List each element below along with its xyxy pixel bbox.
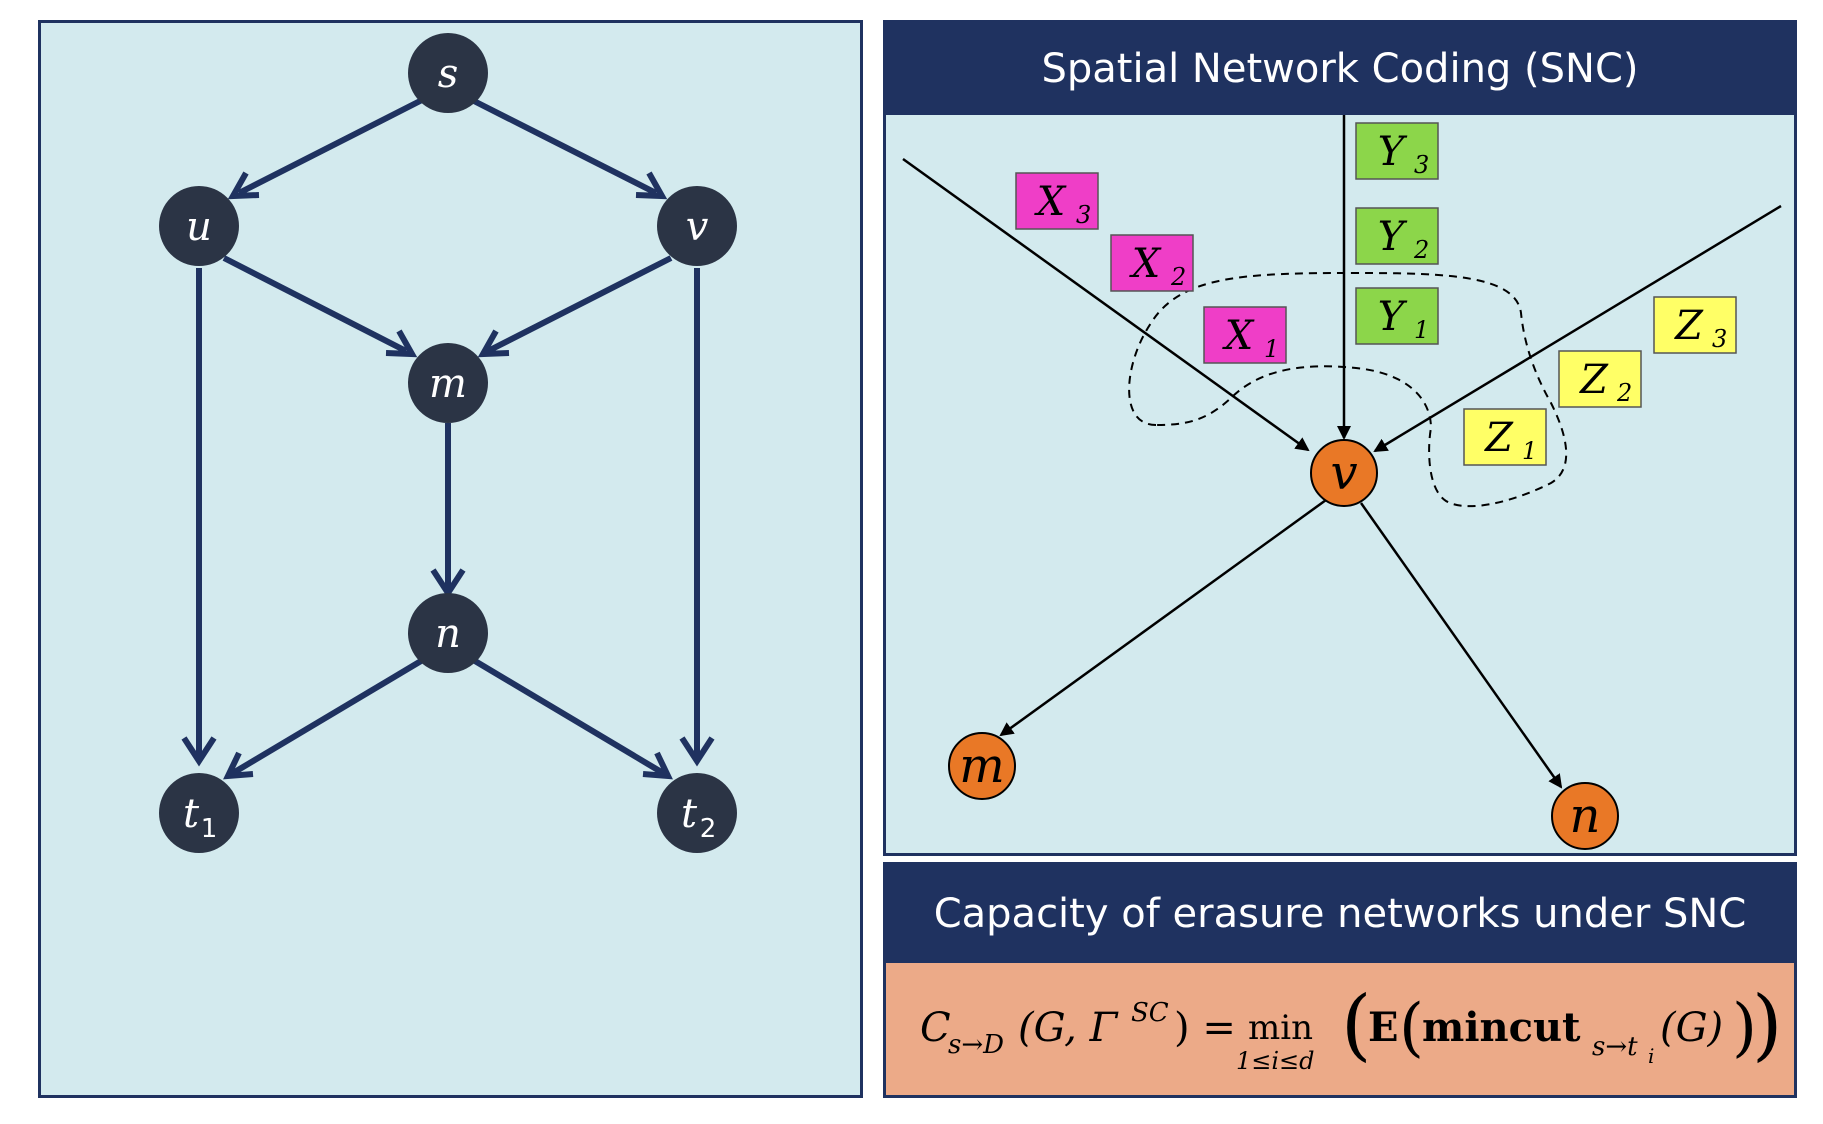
edge-v-m [486, 255, 673, 354]
formula-paren-outer-left: ( [1341, 980, 1371, 1070]
node-t1-label: t [183, 791, 200, 837]
node-t2-subscript: 2 [700, 814, 717, 844]
node-n-label: n [435, 611, 461, 657]
formula-args: (G, Γ [1018, 1005, 1119, 1051]
snc-edge-v-m [999, 498, 1327, 737]
packet-z3: Z 3 [1653, 296, 1737, 354]
svg-text:v: v [1330, 445, 1357, 501]
packet-x1: X 1 [1203, 306, 1287, 364]
formula-paren-inner-right: ) [1732, 991, 1757, 1065]
node-s: s [408, 33, 488, 113]
packet-y2: Y 2 [1355, 207, 1439, 265]
node-s-label: s [438, 51, 459, 97]
snc-edge-x-in [902, 157, 1310, 452]
formula-close: ) = [1174, 1005, 1236, 1051]
svg-text:Z: Z [1673, 303, 1704, 349]
formula-c-sub: s→D [948, 1030, 1004, 1060]
packet-x3: X 3 [1015, 172, 1099, 230]
snc-panel: X 3 X 2 X 1 Y 3 Y 2 Y 1 [883, 20, 1797, 856]
node-u: u [159, 186, 239, 266]
node-t2: t 2 [657, 773, 737, 853]
snc-node-n: n [1551, 782, 1619, 850]
svg-text:2: 2 [1616, 379, 1632, 407]
formula-c: C [920, 1005, 951, 1051]
packet-z1: Z 1 [1463, 408, 1547, 466]
formula-min: min [1248, 1008, 1313, 1048]
svg-text:1: 1 [1414, 316, 1429, 344]
edge-u-m [222, 255, 408, 354]
svg-text:X: X [1129, 241, 1162, 287]
formula-g: (G) [1660, 1005, 1723, 1051]
svg-text:Z: Z [1578, 357, 1609, 403]
node-t1: t 1 [159, 773, 239, 853]
node-v: v [657, 186, 737, 266]
formula-paren-outer-right: ) [1752, 980, 1782, 1070]
node-m: m [408, 343, 488, 423]
edge-s-v-arrowhead [635, 171, 668, 200]
packet-z2: Z 2 [1558, 350, 1642, 408]
graph-edges [181, 97, 715, 780]
snc-edge-v-n [1359, 502, 1563, 789]
graph-panel: s u v m n t 1 [38, 20, 863, 1098]
graph-svg: s u v m n t 1 [159, 33, 737, 853]
node-m-label: m [429, 361, 467, 407]
snc-node-v: v [1310, 439, 1378, 507]
snc-coding-region [1128, 271, 1568, 508]
edge-n-t2-arrowhead [642, 751, 673, 780]
svg-text:2: 2 [1413, 236, 1429, 264]
packet-x2: X 2 [1110, 234, 1194, 292]
svg-text:Y: Y [1378, 214, 1408, 260]
svg-text:Z: Z [1483, 415, 1514, 461]
capacity-panel: Capacity of erasure networks under SNC C… [883, 862, 1797, 1098]
svg-text:Y: Y [1378, 294, 1408, 340]
svg-text:3: 3 [1414, 151, 1429, 179]
svg-text:m: m [959, 738, 1005, 794]
edge-n-t1-arrowhead [223, 751, 254, 780]
capacity-formula: C s→D (G, Γ SC ) = min 1≤i≤d ( E ( mincu… [920, 980, 1782, 1075]
svg-text:Y: Y [1378, 129, 1408, 175]
edge-s-u-arrowhead [227, 171, 260, 200]
formula-mincut-sub2: i [1648, 1044, 1654, 1068]
node-t1-subscript: 1 [201, 814, 218, 844]
snc-title: Spatial Network Coding (SNC) [886, 23, 1794, 115]
svg-text:3: 3 [1076, 201, 1091, 229]
snc-edge-z-in [1373, 204, 1782, 453]
svg-text:1: 1 [1264, 335, 1279, 363]
formula-paren-inner-left: ( [1399, 991, 1424, 1065]
edge-v-m-arrowhead [477, 329, 510, 358]
edge-n-t1 [231, 658, 423, 776]
packet-y1: Y 1 [1355, 287, 1439, 345]
graph-nodes: s u v m n t 1 [159, 33, 737, 853]
formula-e: E [1368, 1004, 1399, 1051]
svg-text:1: 1 [1522, 437, 1537, 465]
edge-u-t1-arrowhead [181, 736, 217, 767]
node-t2-label: t [681, 791, 698, 837]
edge-s-u [237, 97, 424, 196]
svg-text:X: X [1222, 313, 1255, 359]
packet-y3: Y 3 [1355, 122, 1439, 180]
svg-text:2: 2 [1170, 263, 1186, 291]
edge-n-t2 [473, 658, 665, 776]
node-n: n [408, 593, 488, 673]
svg-text:n: n [1570, 788, 1601, 844]
node-v-label: v [686, 204, 709, 250]
capacity-title: Capacity of erasure networks under SNC [886, 865, 1794, 963]
snc-svg: X 3 X 2 X 1 Y 3 Y 2 Y 1 [902, 115, 1782, 850]
formula-min-sub: 1≤i≤d [1236, 1047, 1315, 1075]
edge-v-t2-arrowhead [679, 736, 715, 767]
edge-u-m-arrowhead [385, 329, 418, 358]
svg-text:3: 3 [1712, 325, 1727, 353]
formula-mincut: mincut [1422, 1004, 1581, 1051]
formula-mincut-sub: s→t [1592, 1032, 1638, 1062]
svg-text:X: X [1034, 179, 1067, 225]
edge-s-v [470, 97, 658, 196]
formula-args-sup: SC [1131, 998, 1169, 1028]
node-u-label: u [186, 204, 212, 250]
snc-node-m: m [948, 732, 1016, 800]
